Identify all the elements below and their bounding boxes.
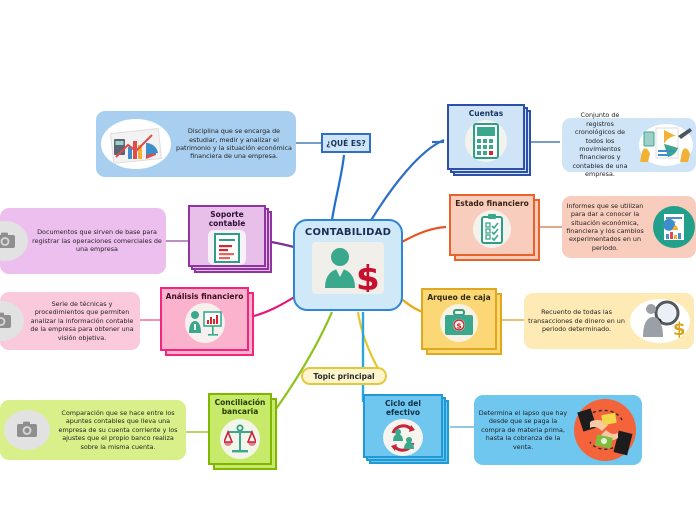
bubble-arqueo-de-caja-text: Recuento de todas las transacciones de d… [528, 308, 625, 334]
bubble-conciliacion-bancaria: Comparación que se hace entre los apunte… [0, 400, 186, 460]
bubble-estado-financiero: Informes que se utilizan para dar a cono… [562, 196, 696, 258]
cycle-people-icon [383, 419, 423, 456]
missing-image-placeholder [0, 301, 24, 341]
scales-balance-icon [220, 419, 260, 459]
bubble-analisis-financiero-text: Serie de técnicas y procedimientos que p… [30, 299, 134, 342]
central-node-contabilidad[interactable]: CONTABILIDAD $ [293, 219, 403, 311]
bubble-estado-financiero-text: Informes que se utilizan para dar a cono… [566, 201, 644, 252]
bubble-soporte-contable-text: Documentos que sirven de base para regis… [32, 228, 162, 254]
missing-image-placeholder [4, 410, 50, 450]
bubble-que-es: Disciplina que se encarga de estudiar, m… [96, 111, 296, 177]
bubble-cuentas: Conjunto de registros cronológicos de to… [562, 111, 696, 178]
bubble-cuentas-text: Conjunto de registros cronológicos de to… [572, 111, 628, 179]
financial-statement-photo [648, 204, 696, 250]
node-que-es[interactable]: ¿QUÉ ES? [321, 133, 371, 153]
calculator-icon [465, 120, 507, 162]
bubble-ciclo-del-efectivo-text: Determina el lapso que hay desde que se … [478, 408, 568, 451]
node-soporte-contable-label: Soporte contable [208, 210, 246, 228]
bubble-soporte-contable: Documentos que sirven de base para regis… [0, 208, 166, 274]
accountant-dollar-icon: $ [312, 242, 384, 294]
bubble-analisis-financiero: Serie de técnicas y procedimientos que p… [0, 292, 140, 350]
clipboard-check-icon [473, 210, 511, 248]
document-lines-icon [208, 230, 246, 265]
camera-placeholder-icon [0, 221, 28, 261]
bubble-conciliacion-bancaria-text: Comparación que se hace entre los apunte… [58, 408, 178, 451]
node-cuentas-label: Cuentas [468, 109, 504, 118]
briefcase-money-icon: $ [440, 304, 478, 342]
bubble-arqueo-de-caja: Recuento de todas las transacciones de d… [524, 293, 694, 349]
camera-placeholder-icon [0, 301, 24, 341]
bubble-que-es-text: Disciplina que se encarga de estudiar, m… [176, 127, 292, 161]
bubble-ciclo-del-efectivo: Determina el lapso que hay desde que se … [474, 395, 642, 465]
camera-placeholder-icon [4, 410, 50, 450]
person-chart-icon [184, 303, 225, 343]
node-topic-principal[interactable]: Topic principal [301, 367, 387, 385]
node-arqueo-de-caja-label: Arqueo de caja [427, 293, 491, 302]
svg-text:$: $ [456, 322, 462, 331]
financial-charts-photo [100, 117, 172, 171]
magnifier-money-photo: $ [629, 297, 691, 345]
node-topic-principal-label: Topic principal [313, 371, 375, 381]
node-analisis-financiero-label: Análisis financiero [165, 292, 244, 301]
node-que-es-label: ¿QUÉ ES? [326, 138, 366, 148]
cash-exchange-photo [572, 398, 638, 462]
accounting-report-photo [638, 122, 694, 168]
svg-text:$: $ [673, 319, 686, 340]
svg-text:$: $ [356, 259, 380, 292]
node-conciliacion-bancaria-label: Conciliación bancaria [214, 398, 266, 416]
central-node-label: CONTABILIDAD [304, 227, 392, 238]
node-estado-financiero-label: Estado financiero [455, 199, 529, 208]
node-ciclo-del-efectivo-label: Ciclo del efectivo [385, 399, 421, 417]
missing-image-placeholder [0, 221, 28, 261]
